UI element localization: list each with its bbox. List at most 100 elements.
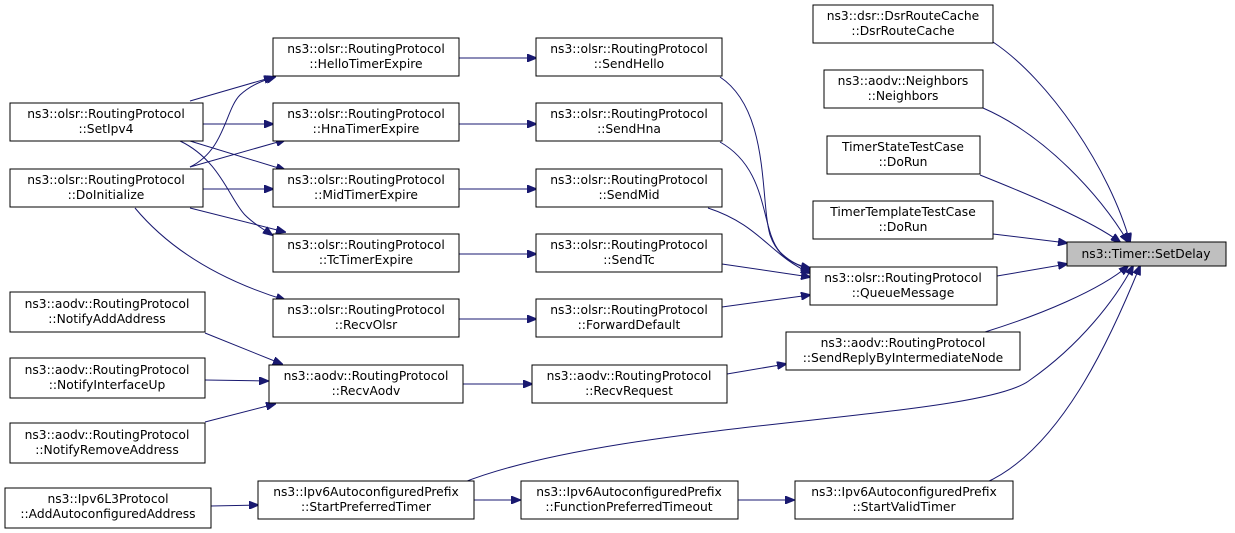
svg-text:ns3::olsr::RoutingProtocol: ns3::olsr::RoutingProtocol bbox=[287, 303, 444, 317]
svg-text:::RecvAodv: ::RecvAodv bbox=[332, 384, 401, 398]
node-do-initialize[interactable]: ns3::olsr::RoutingProtocol ::DoInitializ… bbox=[9, 168, 204, 208]
svg-text:ns3::Ipv6AutoconfiguredPrefix: ns3::Ipv6AutoconfiguredPrefix bbox=[536, 485, 722, 499]
node-start-valid-timer[interactable]: ns3::Ipv6AutoconfiguredPrefix ::StartVal… bbox=[794, 480, 1014, 520]
svg-text:ns3::olsr::RoutingProtocol: ns3::olsr::RoutingProtocol bbox=[27, 107, 184, 121]
node-dsr-route-cache[interactable]: ns3::dsr::DsrRouteCache ::DsrRouteCache bbox=[812, 4, 994, 44]
svg-text:::SendTc: ::SendTc bbox=[603, 253, 654, 267]
edge-doinit-recvolsr bbox=[134, 207, 285, 300]
svg-text:ns3::aodv::RoutingProtocol: ns3::aodv::RoutingProtocol bbox=[284, 369, 449, 383]
svg-text:ns3::aodv::RoutingProtocol: ns3::aodv::RoutingProtocol bbox=[25, 428, 190, 442]
edge-doinit-tcexp bbox=[189, 207, 285, 232]
edge-forwarddefault-queuemessage bbox=[721, 295, 810, 308]
svg-text:ns3::aodv::RoutingProtocol: ns3::aodv::RoutingProtocol bbox=[821, 336, 986, 350]
node-timer-template-test[interactable]: TimerTemplateTestCase ::DoRun bbox=[812, 200, 994, 240]
node-send-tc[interactable]: ns3::olsr::RoutingProtocol ::SendTc bbox=[535, 233, 723, 273]
svg-text:ns3::aodv::RoutingProtocol: ns3::aodv::RoutingProtocol bbox=[25, 363, 190, 377]
svg-text:::StartValidTimer: ::StartValidTimer bbox=[852, 500, 956, 514]
edge-timerstate-setdelay bbox=[979, 174, 1120, 242]
edge-startvalid-setdelay bbox=[984, 266, 1140, 484]
svg-text:ns3::dsr::DsrRouteCache: ns3::dsr::DsrRouteCache bbox=[827, 9, 980, 23]
node-hna-timer-expire[interactable]: ns3::olsr::RoutingProtocol ::HnaTimerExp… bbox=[272, 102, 460, 142]
svg-text:ns3::Ipv6AutoconfiguredPrefix: ns3::Ipv6AutoconfiguredPrefix bbox=[273, 485, 459, 499]
svg-text:ns3::Timer::SetDelay: ns3::Timer::SetDelay bbox=[1082, 247, 1211, 261]
edge-setipv4-helloexp bbox=[189, 77, 273, 102]
node-target-setdelay[interactable]: ns3::Timer::SetDelay bbox=[1066, 241, 1227, 267]
svg-text:ns3::olsr::RoutingProtocol: ns3::olsr::RoutingProtocol bbox=[550, 238, 707, 252]
svg-text:ns3::olsr::RoutingProtocol: ns3::olsr::RoutingProtocol bbox=[550, 42, 707, 56]
svg-text:::NotifyRemoveAddress: ::NotifyRemoveAddress bbox=[35, 443, 179, 457]
node-send-hna[interactable]: ns3::olsr::RoutingProtocol ::SendHna bbox=[535, 102, 723, 142]
node-timer-state-test[interactable]: TimerStateTestCase ::DoRun bbox=[826, 135, 981, 175]
svg-text:::RecvRequest: ::RecvRequest bbox=[585, 384, 673, 398]
node-recv-aodv[interactable]: ns3::aodv::RoutingProtocol ::RecvAodv bbox=[268, 364, 464, 404]
node-function-preferred-timeout[interactable]: ns3::Ipv6AutoconfiguredPrefix ::Function… bbox=[520, 480, 739, 520]
svg-text:::HnaTimerExpire: ::HnaTimerExpire bbox=[313, 122, 420, 136]
edge-sendhna-queuemessage bbox=[719, 141, 810, 270]
svg-text:ns3::Ipv6L3Protocol: ns3::Ipv6L3Protocol bbox=[47, 492, 168, 506]
svg-text:::DsrRouteCache: ::DsrRouteCache bbox=[851, 24, 954, 38]
edge-doinit-helloexp bbox=[189, 77, 275, 168]
svg-text:::NotifyAddAddress: ::NotifyAddAddress bbox=[48, 312, 165, 326]
svg-text:ns3::olsr::RoutingProtocol: ns3::olsr::RoutingProtocol bbox=[550, 173, 707, 187]
node-queue-message[interactable]: ns3::olsr::RoutingProtocol ::QueueMessag… bbox=[809, 266, 998, 306]
node-tc-timer-expire[interactable]: ns3::olsr::RoutingProtocol ::TcTimerExpi… bbox=[272, 233, 460, 273]
edge-timertemplate-setdelay bbox=[992, 233, 1067, 243]
svg-text:::TcTimerExpire: ::TcTimerExpire bbox=[319, 253, 413, 267]
svg-text:::QueueMessage: ::QueueMessage bbox=[852, 286, 955, 300]
svg-text:ns3::olsr::RoutingProtocol: ns3::olsr::RoutingProtocol bbox=[287, 173, 444, 187]
node-send-reply-intermediate[interactable]: ns3::aodv::RoutingProtocol ::SendReplyBy… bbox=[785, 331, 1021, 371]
edges bbox=[134, 41, 1140, 506]
svg-text:::AddAutoconfiguredAddress: ::AddAutoconfiguredAddress bbox=[20, 507, 195, 521]
svg-text:ns3::olsr::RoutingProtocol: ns3::olsr::RoutingProtocol bbox=[824, 271, 981, 285]
svg-text:::MidTimerExpire: ::MidTimerExpire bbox=[314, 188, 418, 202]
svg-text:ns3::Ipv6AutoconfiguredPrefix: ns3::Ipv6AutoconfiguredPrefix bbox=[811, 485, 997, 499]
svg-text:::DoRun: ::DoRun bbox=[879, 155, 928, 169]
node-aodv-neighbors[interactable]: ns3::aodv::Neighbors ::Neighbors bbox=[823, 69, 984, 109]
edge-notifyup-recvaodv bbox=[204, 380, 268, 381]
node-forward-default[interactable]: ns3::olsr::RoutingProtocol ::ForwardDefa… bbox=[535, 298, 723, 338]
svg-text:ns3::aodv::RoutingProtocol: ns3::aodv::RoutingProtocol bbox=[547, 369, 712, 383]
edge-setipv4-tcexp bbox=[179, 140, 272, 235]
edge-sendreply-setdelay bbox=[984, 266, 1128, 333]
svg-text:ns3::olsr::RoutingProtocol: ns3::olsr::RoutingProtocol bbox=[287, 238, 444, 252]
node-mid-timer-expire[interactable]: ns3::olsr::RoutingProtocol ::MidTimerExp… bbox=[272, 168, 460, 208]
node-hello-timer-expire[interactable]: ns3::olsr::RoutingProtocol ::HelloTimerE… bbox=[272, 37, 460, 77]
edge-setipv4-midexp bbox=[189, 140, 285, 170]
node-notify-add-address[interactable]: ns3::aodv::RoutingProtocol ::NotifyAddAd… bbox=[9, 291, 206, 333]
node-send-mid[interactable]: ns3::olsr::RoutingProtocol ::SendMid bbox=[535, 168, 723, 208]
svg-text:ns3::aodv::Neighbors: ns3::aodv::Neighbors bbox=[838, 74, 969, 88]
svg-text:::SendHna: ::SendHna bbox=[597, 122, 661, 136]
node-recv-request[interactable]: ns3::aodv::RoutingProtocol ::RecvRequest bbox=[531, 364, 728, 404]
edge-queuemessage-setdelay bbox=[996, 264, 1067, 277]
edge-recvrequest-sendreply bbox=[726, 364, 786, 375]
svg-text:::SendReplyByIntermediateNode: ::SendReplyByIntermediateNode bbox=[803, 351, 1003, 365]
edge-doinit-hnaexp bbox=[189, 140, 285, 168]
node-add-autoconfigured-address[interactable]: ns3::Ipv6L3Protocol ::AddAutoconfiguredA… bbox=[4, 487, 212, 529]
svg-text:::DoInitialize: ::DoInitialize bbox=[68, 188, 145, 202]
svg-text:TimerStateTestCase: TimerStateTestCase bbox=[841, 140, 964, 154]
svg-text:ns3::olsr::RoutingProtocol: ns3::olsr::RoutingProtocol bbox=[27, 173, 184, 187]
edge-notifyrm-recvaodv bbox=[204, 404, 275, 423]
svg-text:::ForwardDefault: ::ForwardDefault bbox=[578, 318, 681, 332]
svg-text:::HelloTimerExpire: ::HelloTimerExpire bbox=[309, 57, 422, 71]
svg-text:::DoRun: ::DoRun bbox=[879, 220, 928, 234]
edge-notifyadd-recvaodv bbox=[204, 332, 282, 364]
edge-neighbors-setdelay bbox=[982, 107, 1128, 242]
svg-text:ns3::aodv::RoutingProtocol: ns3::aodv::RoutingProtocol bbox=[25, 297, 190, 311]
node-send-hello[interactable]: ns3::olsr::RoutingProtocol ::SendHello bbox=[535, 37, 723, 77]
svg-text:::SendHello: ::SendHello bbox=[594, 57, 664, 71]
node-start-preferred-timer[interactable]: ns3::Ipv6AutoconfiguredPrefix ::StartPre… bbox=[257, 480, 475, 520]
svg-text:::Neighbors: ::Neighbors bbox=[868, 89, 939, 103]
svg-text:ns3::olsr::RoutingProtocol: ns3::olsr::RoutingProtocol bbox=[550, 107, 707, 121]
edge-sendhello-queuemessage bbox=[719, 76, 810, 268]
node-notify-interface-up[interactable]: ns3::aodv::RoutingProtocol ::NotifyInter… bbox=[9, 357, 206, 399]
svg-text:::StartPreferredTimer: ::StartPreferredTimer bbox=[301, 500, 432, 514]
svg-text:::NotifyInterfaceUp: ::NotifyInterfaceUp bbox=[49, 378, 166, 392]
node-set-ipv4[interactable]: ns3::olsr::RoutingProtocol ::SetIpv4 bbox=[9, 102, 204, 142]
svg-text:::SetIpv4: ::SetIpv4 bbox=[78, 122, 133, 136]
node-recv-olsr[interactable]: ns3::olsr::RoutingProtocol ::RecvOlsr bbox=[272, 298, 460, 338]
node-notify-remove-address[interactable]: ns3::aodv::RoutingProtocol ::NotifyRemov… bbox=[9, 422, 206, 464]
svg-text:::SendMid: ::SendMid bbox=[598, 188, 659, 202]
svg-text:ns3::olsr::RoutingProtocol: ns3::olsr::RoutingProtocol bbox=[550, 303, 707, 317]
svg-text:::RecvOlsr: ::RecvOlsr bbox=[335, 318, 398, 332]
